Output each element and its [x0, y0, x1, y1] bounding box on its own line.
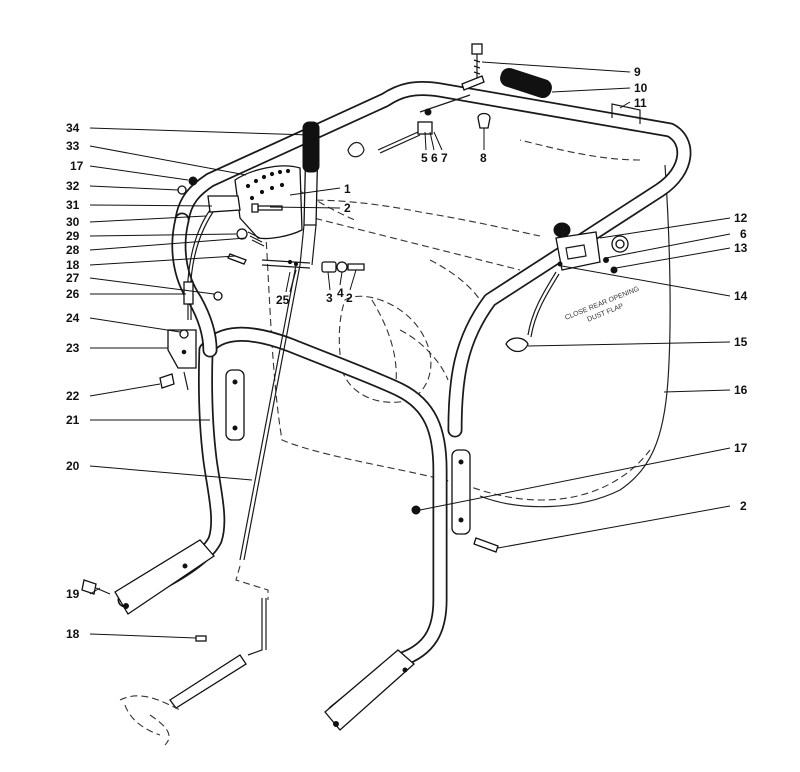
- bag-label: CLOSE REAR OPENING DUST FLAP: [564, 286, 640, 324]
- callout-20: 20: [66, 459, 80, 473]
- callout-2-right: 2: [740, 499, 747, 513]
- lower-lever: [169, 654, 247, 709]
- callout-13: 13: [734, 241, 748, 255]
- callout-2-upper: 2: [344, 201, 351, 215]
- screw-14: [557, 261, 563, 267]
- callout-21: 21: [66, 413, 80, 427]
- quadrant-notches: [245, 168, 291, 201]
- nut-17-right: [411, 505, 421, 515]
- cable-loop: [347, 141, 365, 158]
- main-handle: [114, 212, 471, 731]
- bolt-2-upper: [257, 205, 283, 211]
- discharge-latch: [527, 222, 629, 338]
- callout-18-upper: 18: [66, 258, 80, 272]
- latch-knob-12: [553, 222, 571, 238]
- callout-25: 25: [276, 293, 290, 307]
- callout-24: 24: [66, 311, 80, 325]
- cable-bracket-23: [167, 329, 197, 369]
- right-foot-plate: [324, 649, 415, 731]
- nut-27: [213, 291, 223, 301]
- bag-frame-bracket: [611, 103, 641, 124]
- control-cable: [159, 209, 214, 391]
- callout-30: 30: [66, 215, 80, 229]
- callout-2-pivot: 2: [346, 291, 353, 305]
- cable-clamp-24: [179, 329, 189, 339]
- spring-clip-18: [227, 253, 247, 265]
- callout-4: 4: [337, 286, 344, 300]
- shift-lever-grip: [302, 121, 320, 173]
- nut-8: [477, 112, 491, 129]
- nut-17: [188, 176, 198, 186]
- callout-15: 15: [734, 335, 748, 349]
- bolt-2-pivot: [347, 263, 365, 271]
- left-handle-bracket: [225, 369, 245, 441]
- callout-8: 8: [480, 151, 487, 165]
- callout-14: 14: [734, 289, 748, 303]
- callout-32: 32: [66, 179, 80, 193]
- callout-27: 27: [66, 271, 80, 285]
- cable-30: [187, 209, 211, 320]
- bolt-2-right: [473, 537, 499, 553]
- spacer-3: [321, 261, 337, 273]
- cable-ferrule: [183, 281, 194, 305]
- bag-frame: [174, 80, 692, 438]
- callout-29: 29: [66, 229, 80, 243]
- callout-9: 9: [634, 65, 641, 79]
- callout-26: 26: [66, 287, 80, 301]
- callout-17: 17: [70, 159, 84, 173]
- callout-6: 6: [431, 151, 438, 165]
- left-foot-plate: [114, 539, 215, 615]
- shift-quadrant-plate: [234, 165, 303, 240]
- spring-coil: [236, 228, 248, 240]
- clip-15: [505, 337, 529, 353]
- washer-32: [177, 185, 187, 195]
- callout-7: 7: [441, 151, 448, 165]
- callout-6-right: 6: [740, 227, 747, 241]
- shift-rod: [239, 264, 297, 561]
- callout-34: 34: [66, 121, 80, 135]
- shift-linkage: [119, 259, 311, 746]
- callout-28: 28: [66, 243, 80, 257]
- callout-23: 23: [66, 341, 80, 355]
- callout-3: 3: [326, 291, 333, 305]
- callout-1: 1: [344, 182, 351, 196]
- callout-18-lower: 18: [66, 627, 80, 641]
- callout-labels: 9 10 11 34 5 6 7 8 33 17 1 32 31 2 30 29…: [66, 65, 748, 641]
- callout-17-right: 17: [734, 441, 748, 455]
- quadrant-bracket: [207, 195, 241, 213]
- top-cable: [347, 108, 491, 158]
- bolt-22: [159, 373, 175, 389]
- lower-clip: [195, 635, 207, 642]
- callout-11: 11: [634, 96, 647, 110]
- callout-5: 5: [421, 151, 428, 165]
- nut-13: [610, 266, 618, 274]
- leader-lines: [89, 61, 731, 639]
- latch-plate: [555, 231, 601, 271]
- grip-10: [500, 67, 552, 99]
- nut-6: [603, 257, 609, 263]
- bolt-9-head: [471, 43, 483, 55]
- callout-19: 19: [66, 587, 80, 601]
- pivot-bolt-group: [321, 261, 365, 273]
- bolt-19: [81, 579, 97, 595]
- callout-22: 22: [66, 389, 80, 403]
- top-grip-group: [461, 43, 552, 99]
- callout-10: 10: [634, 81, 648, 95]
- callout-33: 33: [66, 139, 80, 153]
- right-handle-bracket: [451, 449, 471, 535]
- callout-16: 16: [734, 383, 748, 397]
- callout-12: 12: [734, 211, 748, 225]
- shift-lever-assembly: [177, 121, 320, 301]
- washer-4: [336, 261, 348, 273]
- callout-31: 31: [66, 198, 80, 212]
